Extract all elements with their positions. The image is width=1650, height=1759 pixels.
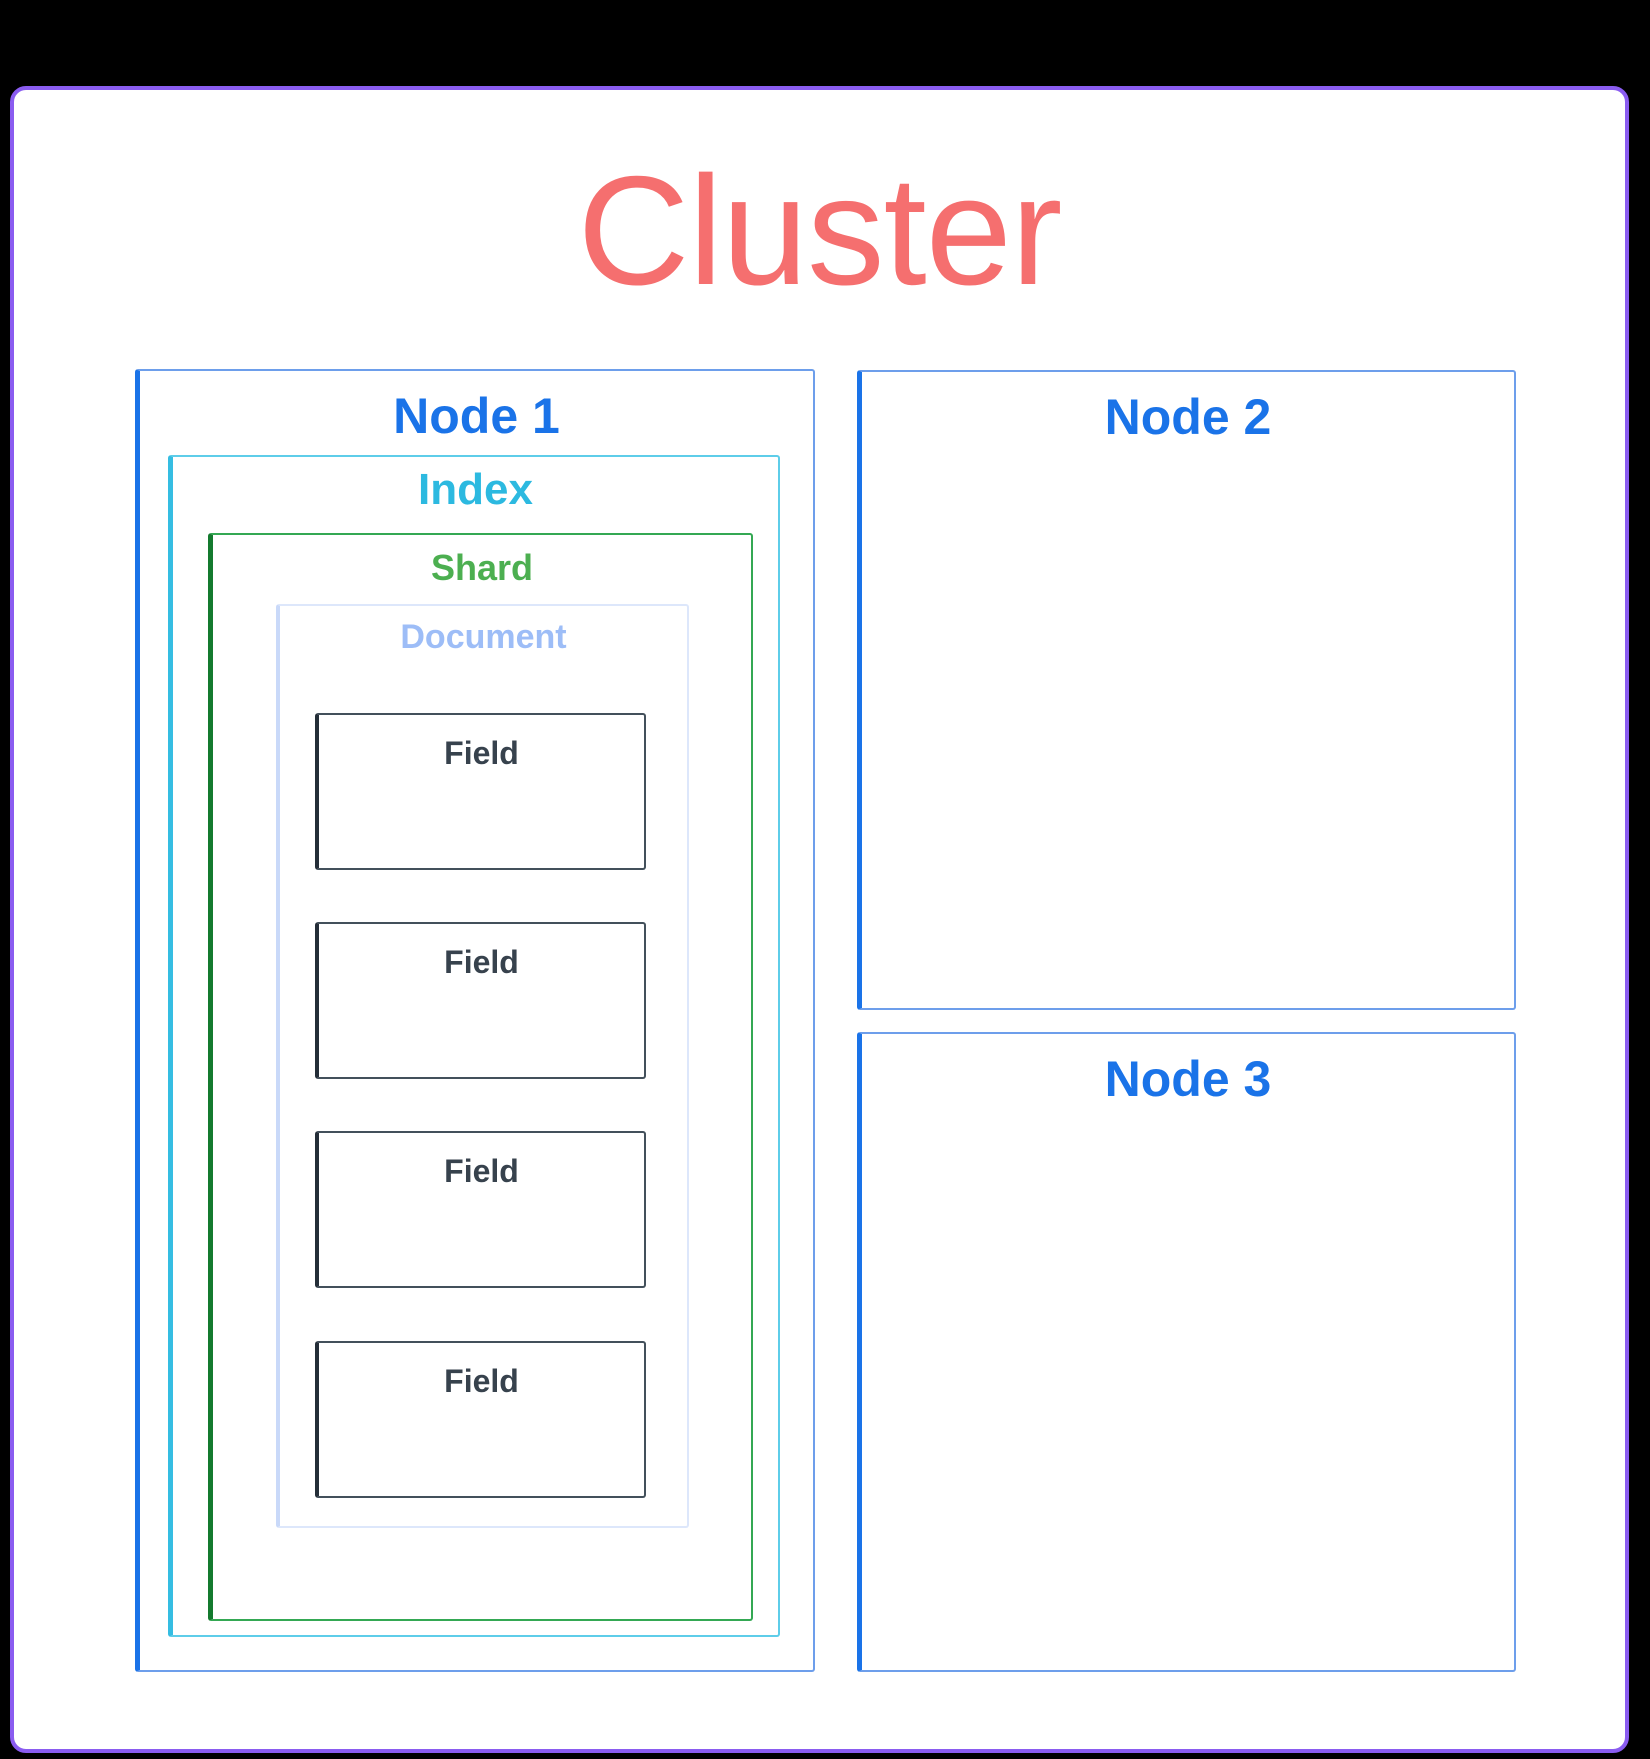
cluster-canvas: Cluster Node 1 Index Shard Document Fiel…	[10, 86, 1629, 1753]
node-2-box: Node 2	[857, 370, 1516, 1010]
shard-label: Shard	[430, 547, 534, 588]
node-2-label: Node 2	[1104, 389, 1272, 445]
node-3-label: Node 3	[1104, 1051, 1272, 1107]
node-3-box: Node 3	[857, 1032, 1516, 1672]
field-2-label: Field	[444, 944, 519, 980]
cluster-title: Cluster	[577, 144, 1063, 317]
document-label: Document	[400, 618, 567, 656]
index-box: Index Shard Document Field Field Field	[168, 455, 780, 1637]
index-label: Index	[418, 465, 533, 514]
field-box-4: Field	[315, 1341, 646, 1498]
shard-box: Shard Document Field Field Field	[208, 533, 753, 1621]
field-1-label: Field	[444, 735, 519, 771]
field-3-label: Field	[444, 1153, 519, 1189]
field-box-1: Field	[315, 713, 646, 870]
field-box-2: Field	[315, 922, 646, 1079]
document-box: Document Field Field Field Field	[276, 604, 689, 1528]
node-1-box: Node 1 Index Shard Document Field Field	[135, 369, 815, 1672]
field-box-3: Field	[315, 1131, 646, 1288]
node-1-label: Node 1	[393, 388, 560, 444]
field-4-label: Field	[444, 1363, 519, 1399]
